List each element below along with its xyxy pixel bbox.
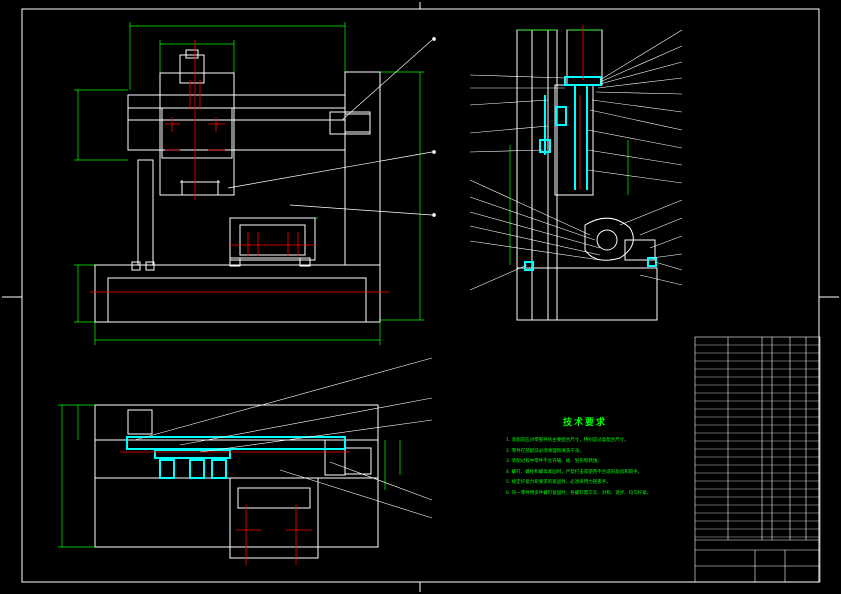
top-view bbox=[58, 357, 433, 565]
tech-note-2: 2. 零件在装配前必须清理和清洗干净。 bbox=[506, 448, 584, 454]
tech-note-1: 1. 装配前应对零部件的主要配合尺寸，特别是过盈配合尺寸。 bbox=[506, 438, 629, 443]
top-view-highlight bbox=[126, 436, 346, 479]
tech-note-3: 3. 装配过程中零件不允许磕、碰、划伤和锈蚀。 bbox=[506, 459, 602, 464]
title-block bbox=[694, 336, 821, 583]
tech-requirements-title: 技术要求 bbox=[562, 418, 607, 428]
front-view-dimensions bbox=[74, 22, 424, 345]
side-view-dimensions bbox=[509, 29, 629, 265]
side-view-leaders-left bbox=[469, 74, 601, 291]
title-block-rows bbox=[695, 344, 820, 538]
side-view-centerlines bbox=[579, 25, 584, 190]
tech-note-5: 5. 规定拧紧力矩要求的紧固件，必须采用力矩扳手。 bbox=[506, 480, 611, 485]
front-view-leaders bbox=[227, 37, 436, 217]
side-view-highlight bbox=[524, 76, 657, 271]
side-view-leaders-right bbox=[587, 29, 683, 286]
tech-requirements-notes: 1. 装配前应对零部件的主要配合尺寸，特别是过盈配合尺寸。 2. 零件在装配前必… bbox=[506, 436, 651, 499]
front-view-outlines bbox=[94, 49, 381, 323]
tech-note-4: 4. 螺钉、螺栓和螺母紧固时，严禁打击或使用不合适的旋具和扳手。 bbox=[506, 469, 643, 475]
top-view-leaders bbox=[134, 357, 433, 519]
side-view bbox=[469, 25, 683, 321]
tech-note-6: 6. 同一零件用多件螺钉紧固时，各螺钉需交叉、对称、逐步、均匀拧紧。 bbox=[506, 490, 652, 496]
front-view-centerlines bbox=[90, 40, 390, 293]
front-view bbox=[74, 22, 436, 345]
top-view-centerlines bbox=[120, 451, 350, 565]
top-view-dimensions bbox=[58, 404, 401, 548]
top-view-outlines bbox=[94, 404, 379, 559]
